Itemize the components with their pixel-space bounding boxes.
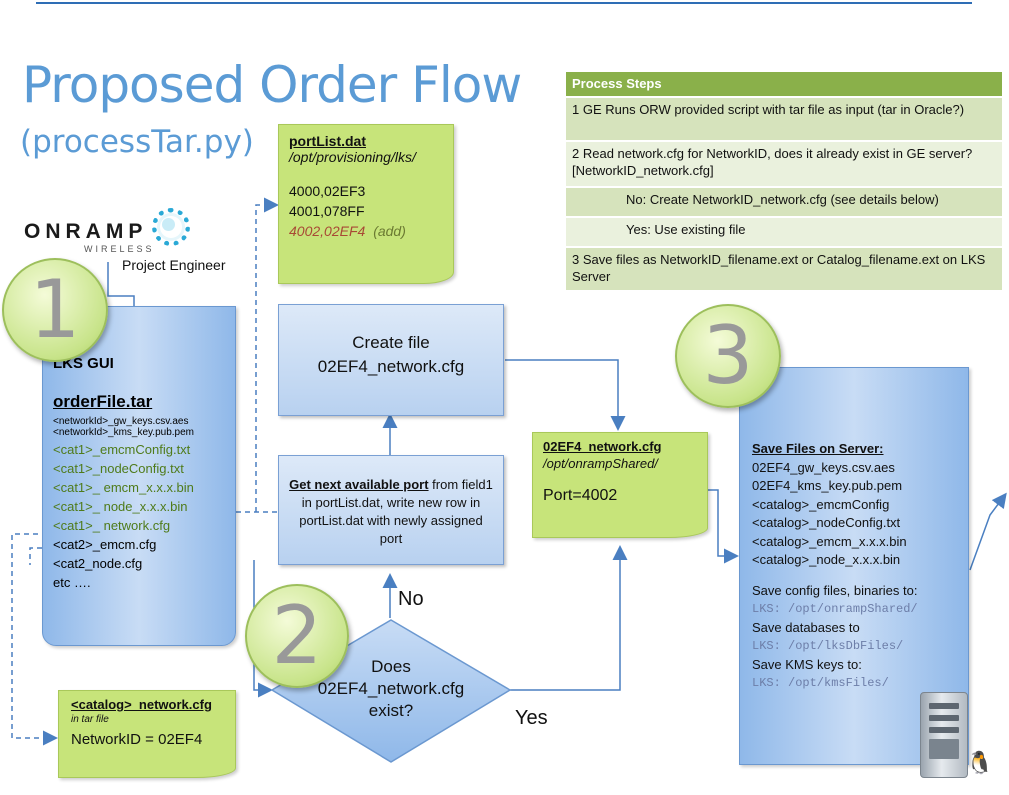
portlist-entry: 4000,02EF3 xyxy=(289,183,366,199)
network-cfg-path: /opt/onrampShared/ xyxy=(543,456,658,471)
process-steps-heading: Process Steps xyxy=(566,72,1002,96)
lks-gui-item: <cat1>_nodeConfig.txt xyxy=(53,461,184,476)
catalog-cfg-note: in tar file xyxy=(71,714,109,725)
lks-gui-item: <cat2>_emcm.cfg xyxy=(53,537,157,552)
lks-gui-title: LKS GUI xyxy=(53,355,114,372)
lks-gui-item: <networkId>_gw_keys.csv.aes xyxy=(53,416,189,427)
dash-gui-to-catalog xyxy=(11,533,58,746)
lks-gui-item: etc …. xyxy=(53,575,91,590)
portlist-path: /opt/provisioning/lks/ xyxy=(289,149,416,165)
process-step-2-yes: Yes: Use existing file xyxy=(566,216,1002,246)
server-file: <catalog>_emcmConfig xyxy=(752,496,890,512)
arrow-create-to-cfg xyxy=(505,359,626,431)
process-steps-table: Process Steps 1 GE Runs ORW provided scr… xyxy=(566,72,1002,290)
network-cfg-value: Port=4002 xyxy=(543,487,618,504)
catalog-cfg-value: NetworkID = 02EF4 xyxy=(71,731,203,748)
decision-text: Does 02EF4_network.cfg exist? xyxy=(290,656,492,722)
order-file-title: orderFile.tar xyxy=(53,392,153,411)
config-save-path: LKS: /opt/onrampShared/ xyxy=(752,602,918,616)
create-file-process: Create file 02EF4_network.cfg xyxy=(278,304,504,416)
next-port-process: Get next available port from field1 in p… xyxy=(278,455,504,565)
process-step-2: 2 Read network.cfg for NetworkID, does i… xyxy=(566,140,1002,186)
portlist-add-note: (add) xyxy=(373,223,406,239)
network-cfg-document: 02EF4_network.cfg /opt/onrampShared/ Por… xyxy=(532,432,708,538)
yes-label: Yes xyxy=(515,707,548,729)
db-save-label: Save databases to xyxy=(752,619,860,635)
config-save-label: Save config files, binaries to: xyxy=(752,582,918,598)
dash-to-portlist xyxy=(255,197,279,512)
lks-gui-item: <cat1>_emcmConfig.txt xyxy=(53,442,191,457)
db-save-path: LKS: /opt/lksDbFiles/ xyxy=(752,639,904,653)
server-file: 02EF4_gw_keys.csv.aes xyxy=(752,459,895,475)
project-engineer-label: Project Engineer xyxy=(122,257,226,273)
step-2-circle: 2 xyxy=(245,584,349,688)
page-title: Proposed Order Flow xyxy=(22,56,522,114)
onramp-logo-icon xyxy=(152,208,190,246)
arrow-cfg-to-server xyxy=(708,489,739,564)
decision-line1: Does xyxy=(371,657,411,676)
step-1-circle: 1 xyxy=(2,258,108,362)
onramp-logo-core xyxy=(162,218,175,231)
server-files-title: Save Files on Server: xyxy=(752,441,884,456)
kms-save-path: LKS: /opt/kmsFiles/ xyxy=(752,676,889,690)
create-file-line2: 02EF4_network.cfg xyxy=(317,357,465,376)
onramp-logo-tagline: WIRELESS xyxy=(84,244,155,254)
network-cfg-title: 02EF4_network.cfg xyxy=(543,439,662,454)
server-file: <catalog>_node_x.x.x.bin xyxy=(752,552,901,567)
lks-gui-item: <cat1>_ node_x.x.x.bin xyxy=(53,499,188,514)
process-step-1: 1 GE Runs ORW provided script with tar f… xyxy=(566,96,1002,140)
next-port-bold: Get next available port xyxy=(289,477,429,492)
lks-gui-item: <networkId>_kms_key.pub.pem xyxy=(53,427,195,438)
page-subtitle: (processTar.py) xyxy=(20,124,254,160)
portlist-title: portList.dat xyxy=(289,133,366,149)
arrow-gui-to-decision xyxy=(253,560,273,698)
top-rule xyxy=(36,2,972,4)
server-file: <catalog>_emcm_x.x.x.bin xyxy=(752,533,907,549)
create-file-line1: Create file xyxy=(352,333,430,352)
step-3-circle: 3 xyxy=(675,304,781,408)
portlist-entry: 4001,078FF xyxy=(289,203,365,219)
no-label: No xyxy=(398,588,424,610)
arrow-yes xyxy=(510,545,628,691)
lks-gui-item: <cat2_node.cfg xyxy=(53,556,143,571)
lks-gui-item: <cat1>_ network.cfg xyxy=(53,518,171,533)
decision-line2: 02EF4_network.cfg xyxy=(317,679,465,698)
step-3-number: 3 xyxy=(702,309,754,402)
kms-save-label: Save KMS keys to: xyxy=(752,656,862,672)
linux-penguin-icon: 🐧 xyxy=(966,750,994,775)
portlist-document: portList.dat /opt/provisioning/lks/ 4000… xyxy=(278,124,454,284)
step-2-number: 2 xyxy=(271,589,323,682)
onramp-logo: ONRAMP xyxy=(24,220,148,243)
portlist-new-entry: 4002,02EF4 xyxy=(289,223,366,239)
server-file: <catalog>_nodeConfig.txt xyxy=(752,515,901,530)
server-icon xyxy=(920,692,968,778)
lks-gui-item: <cat1>_ emcm_x.x.x.bin xyxy=(53,480,194,495)
catalog-cfg-title: <catalog>_network.cfg xyxy=(71,697,212,712)
next-port-text: from field1 in portList.dat, write new r… xyxy=(299,477,493,546)
process-step-2-no: No: Create NetworkID_network.cfg (see de… xyxy=(566,186,1002,216)
process-step-3: 3 Save files as NetworkID_filename.ext o… xyxy=(566,246,1002,290)
arrow-server-out xyxy=(969,492,1007,571)
server-file: 02EF4_kms_key.pub.pem xyxy=(752,478,903,493)
decision-line3: exist? xyxy=(368,701,414,720)
catalog-cfg-document: <catalog>_network.cfg in tar file Networ… xyxy=(58,690,236,778)
step-1-number: 1 xyxy=(29,263,81,356)
